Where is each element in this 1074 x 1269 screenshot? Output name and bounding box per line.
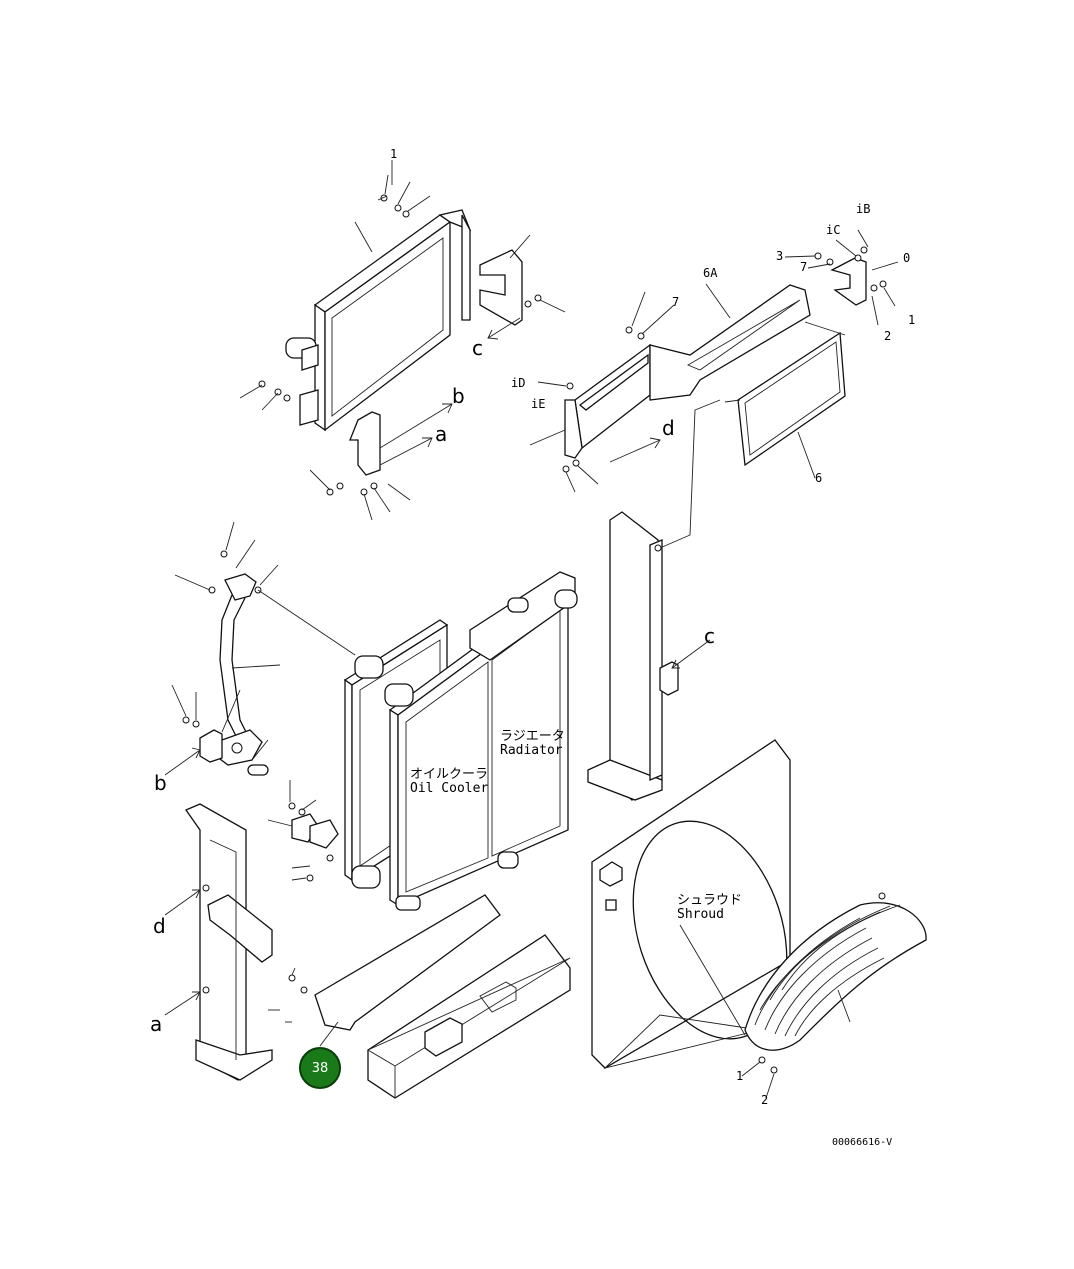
part-number-2: 2 — [884, 329, 892, 343]
aftercooler-drawing — [239, 160, 566, 521]
callout-a-top: a — [435, 422, 448, 446]
part-number-6: 6 — [815, 471, 823, 485]
part-number-1e: iE — [531, 397, 546, 411]
callout-d-left: d — [153, 914, 166, 938]
document-id: 00066616-V — [832, 1137, 893, 1148]
part-number-1d: iD — [511, 376, 526, 390]
shroud-label-jp: シュラウド — [677, 893, 743, 908]
oil-cooler-label-jp: オイルクーラ — [410, 767, 489, 782]
callout-c-mid: c — [704, 624, 715, 648]
fan-guard-drawing — [741, 892, 927, 1099]
part-number-1c: iC — [826, 223, 841, 237]
part-number-0: 0 — [903, 251, 911, 265]
radiator-label-en: Radiator — [500, 743, 563, 758]
callout-b-left: b — [154, 771, 167, 795]
part-number-1-shroud: 1 — [736, 1069, 744, 1083]
callout-d-top: d — [662, 416, 675, 440]
callout-c-top: c — [472, 336, 483, 360]
radiator-label-jp: ラジエータ — [500, 729, 565, 744]
part-number-7a: 7 — [800, 260, 808, 274]
left-upright-drawing — [164, 803, 273, 1081]
part-number-2-shroud: 2 — [761, 1093, 769, 1107]
callout-a-left: a — [150, 1012, 163, 1036]
part-number-3: 3 — [776, 249, 784, 263]
part-number-1b: iB — [856, 202, 871, 216]
part-number-7b: 7 — [672, 295, 680, 309]
tube-drawing — [164, 521, 356, 776]
part-callout-badge[interactable]: 38 — [299, 1047, 341, 1089]
oil-cooler-label-en: Oil Cooler — [410, 781, 489, 796]
part-number-6a: 6A — [703, 266, 718, 280]
part-number-1-top: 1 — [390, 147, 398, 161]
part-number-1: 1 — [908, 313, 916, 327]
upper-frame-drawing — [529, 229, 899, 493]
bottom-frame-drawing — [268, 894, 571, 1099]
shroud-label-en: Shroud — [677, 907, 724, 922]
radiator-drawing — [384, 571, 578, 911]
right-upright-drawing — [587, 399, 721, 801]
callout-b-top: b — [452, 384, 465, 408]
